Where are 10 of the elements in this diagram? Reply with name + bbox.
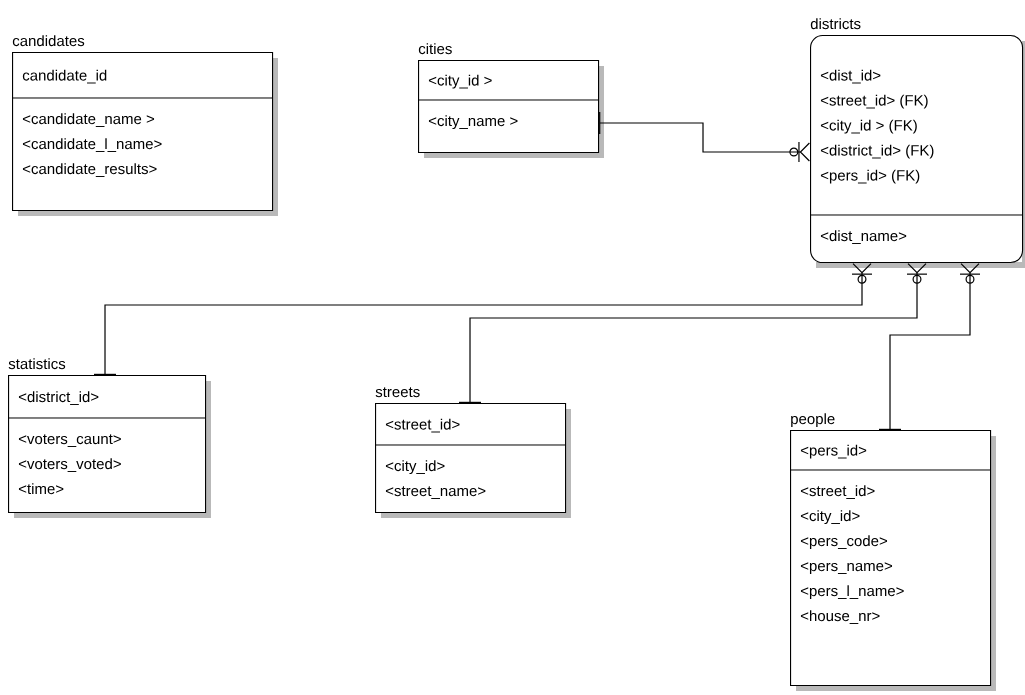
table-title: districts (810, 18, 861, 30)
relationship-line (599, 111, 810, 163)
relationship-line (458, 263, 928, 403)
table-title: streets (375, 387, 420, 398)
table-title: candidates (12, 35, 85, 47)
table-title: cities (418, 43, 452, 55)
table-title: people (791, 413, 835, 428)
relationship-line (93, 263, 873, 375)
relationship-line (878, 263, 981, 430)
table-title: statistics (8, 358, 66, 370)
